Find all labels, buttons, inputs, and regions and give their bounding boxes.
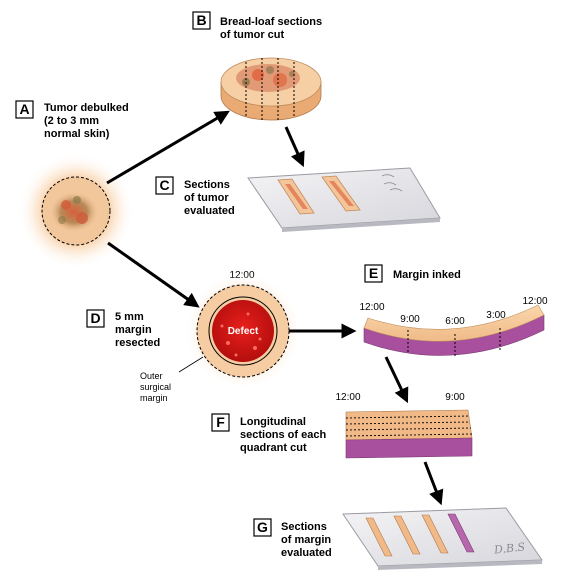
step-f-line-1: Longitudinal bbox=[240, 416, 306, 428]
step-c-letter: C bbox=[159, 177, 169, 193]
slide-scribble-c bbox=[381, 174, 403, 192]
outer-margin-label: Outer surgical margin bbox=[140, 371, 174, 403]
step-d-line-1: 5 mm bbox=[115, 311, 144, 323]
slide-signature: D.B.S bbox=[493, 540, 527, 556]
bread-loaf-illustration bbox=[220, 57, 322, 121]
arrow-b-to-c bbox=[284, 126, 305, 168]
step-c-badge: C bbox=[155, 176, 174, 195]
step-a-label: Tumor debulked (2 to 3 mm normal skin) bbox=[44, 102, 132, 140]
step-d-badge: D bbox=[86, 309, 105, 328]
arrow-e-to-f bbox=[384, 356, 409, 404]
step-d-label: 5 mm margin resected bbox=[115, 311, 160, 349]
step-e-label: Margin inked bbox=[393, 269, 461, 281]
step-c-line-1: Sections bbox=[184, 179, 230, 191]
step-g-badge: G bbox=[253, 518, 272, 537]
quadrant-clock-12: 12:00 bbox=[335, 392, 360, 403]
margin-clock-12-left: 12:00 bbox=[359, 302, 384, 313]
step-b-badge: B bbox=[192, 11, 211, 30]
arrow-a-to-b bbox=[106, 110, 230, 185]
step-a-line-3: normal skin) bbox=[44, 128, 110, 140]
step-a-badge: A bbox=[15, 100, 34, 119]
step-f-badge: F bbox=[211, 413, 230, 432]
margin-clock-9: 9:00 bbox=[400, 314, 420, 325]
defect-label: Defect bbox=[228, 326, 259, 337]
step-g-line-3: evaluated bbox=[281, 547, 332, 559]
inked-margin-band bbox=[363, 304, 545, 358]
step-f-label: Longitudinal sections of each quadrant c… bbox=[240, 416, 329, 454]
step-f-line-3: quadrant cut bbox=[240, 442, 307, 454]
margin-slide-illustration: D.B.S bbox=[342, 507, 543, 570]
margin-clock-3: 3:00 bbox=[486, 310, 506, 321]
step-e-letter: E bbox=[369, 265, 378, 281]
quadrant-clock-9: 9:00 bbox=[445, 392, 465, 403]
tumor-debulked-illustration bbox=[18, 153, 134, 269]
step-b-line-2: of tumor cut bbox=[220, 29, 284, 41]
defect-illustration: Defect bbox=[185, 273, 301, 389]
outer-margin-leader-line bbox=[178, 356, 204, 373]
step-d-letter: D bbox=[90, 310, 100, 326]
step-c-line-3: evaluated bbox=[184, 205, 235, 217]
step-c-line-2: of tumor bbox=[184, 192, 229, 204]
tumor-slide-illustration bbox=[247, 167, 441, 232]
step-a-line-2: (2 to 3 mm bbox=[44, 115, 99, 127]
step-c-label: Sections of tumor evaluated bbox=[184, 179, 235, 217]
step-b-letter: B bbox=[196, 12, 206, 28]
step-a-letter: A bbox=[19, 101, 29, 117]
quadrant-sections-illustration bbox=[345, 409, 473, 459]
arrow-f-to-g bbox=[423, 461, 444, 506]
step-d-line-3: resected bbox=[115, 337, 160, 349]
step-f-letter: F bbox=[216, 414, 225, 430]
step-f-line-2: sections of each bbox=[240, 429, 326, 441]
step-g-line-1: Sections bbox=[281, 521, 327, 533]
margin-clock-12-right: 12:00 bbox=[522, 296, 547, 307]
step-e-badge: E bbox=[364, 264, 383, 283]
step-a-line-1: Tumor debulked bbox=[44, 102, 129, 114]
outer-margin-line-1: Outer bbox=[140, 371, 163, 381]
step-g-label: Sections of margin evaluated bbox=[281, 521, 334, 559]
step-g-line-2: of margin bbox=[281, 534, 331, 546]
outer-margin-line-3: margin bbox=[140, 393, 168, 403]
outer-margin-line-2: surgical bbox=[140, 382, 171, 392]
step-d-line-2: margin bbox=[115, 324, 152, 336]
arrow-a-to-d bbox=[107, 241, 200, 308]
margin-clock-6: 6:00 bbox=[445, 316, 465, 327]
step-b-label: Bread-loaf sections of tumor cut bbox=[220, 16, 325, 41]
step-g-letter: G bbox=[257, 519, 268, 535]
step-b-line-1: Bread-loaf sections bbox=[220, 16, 322, 28]
